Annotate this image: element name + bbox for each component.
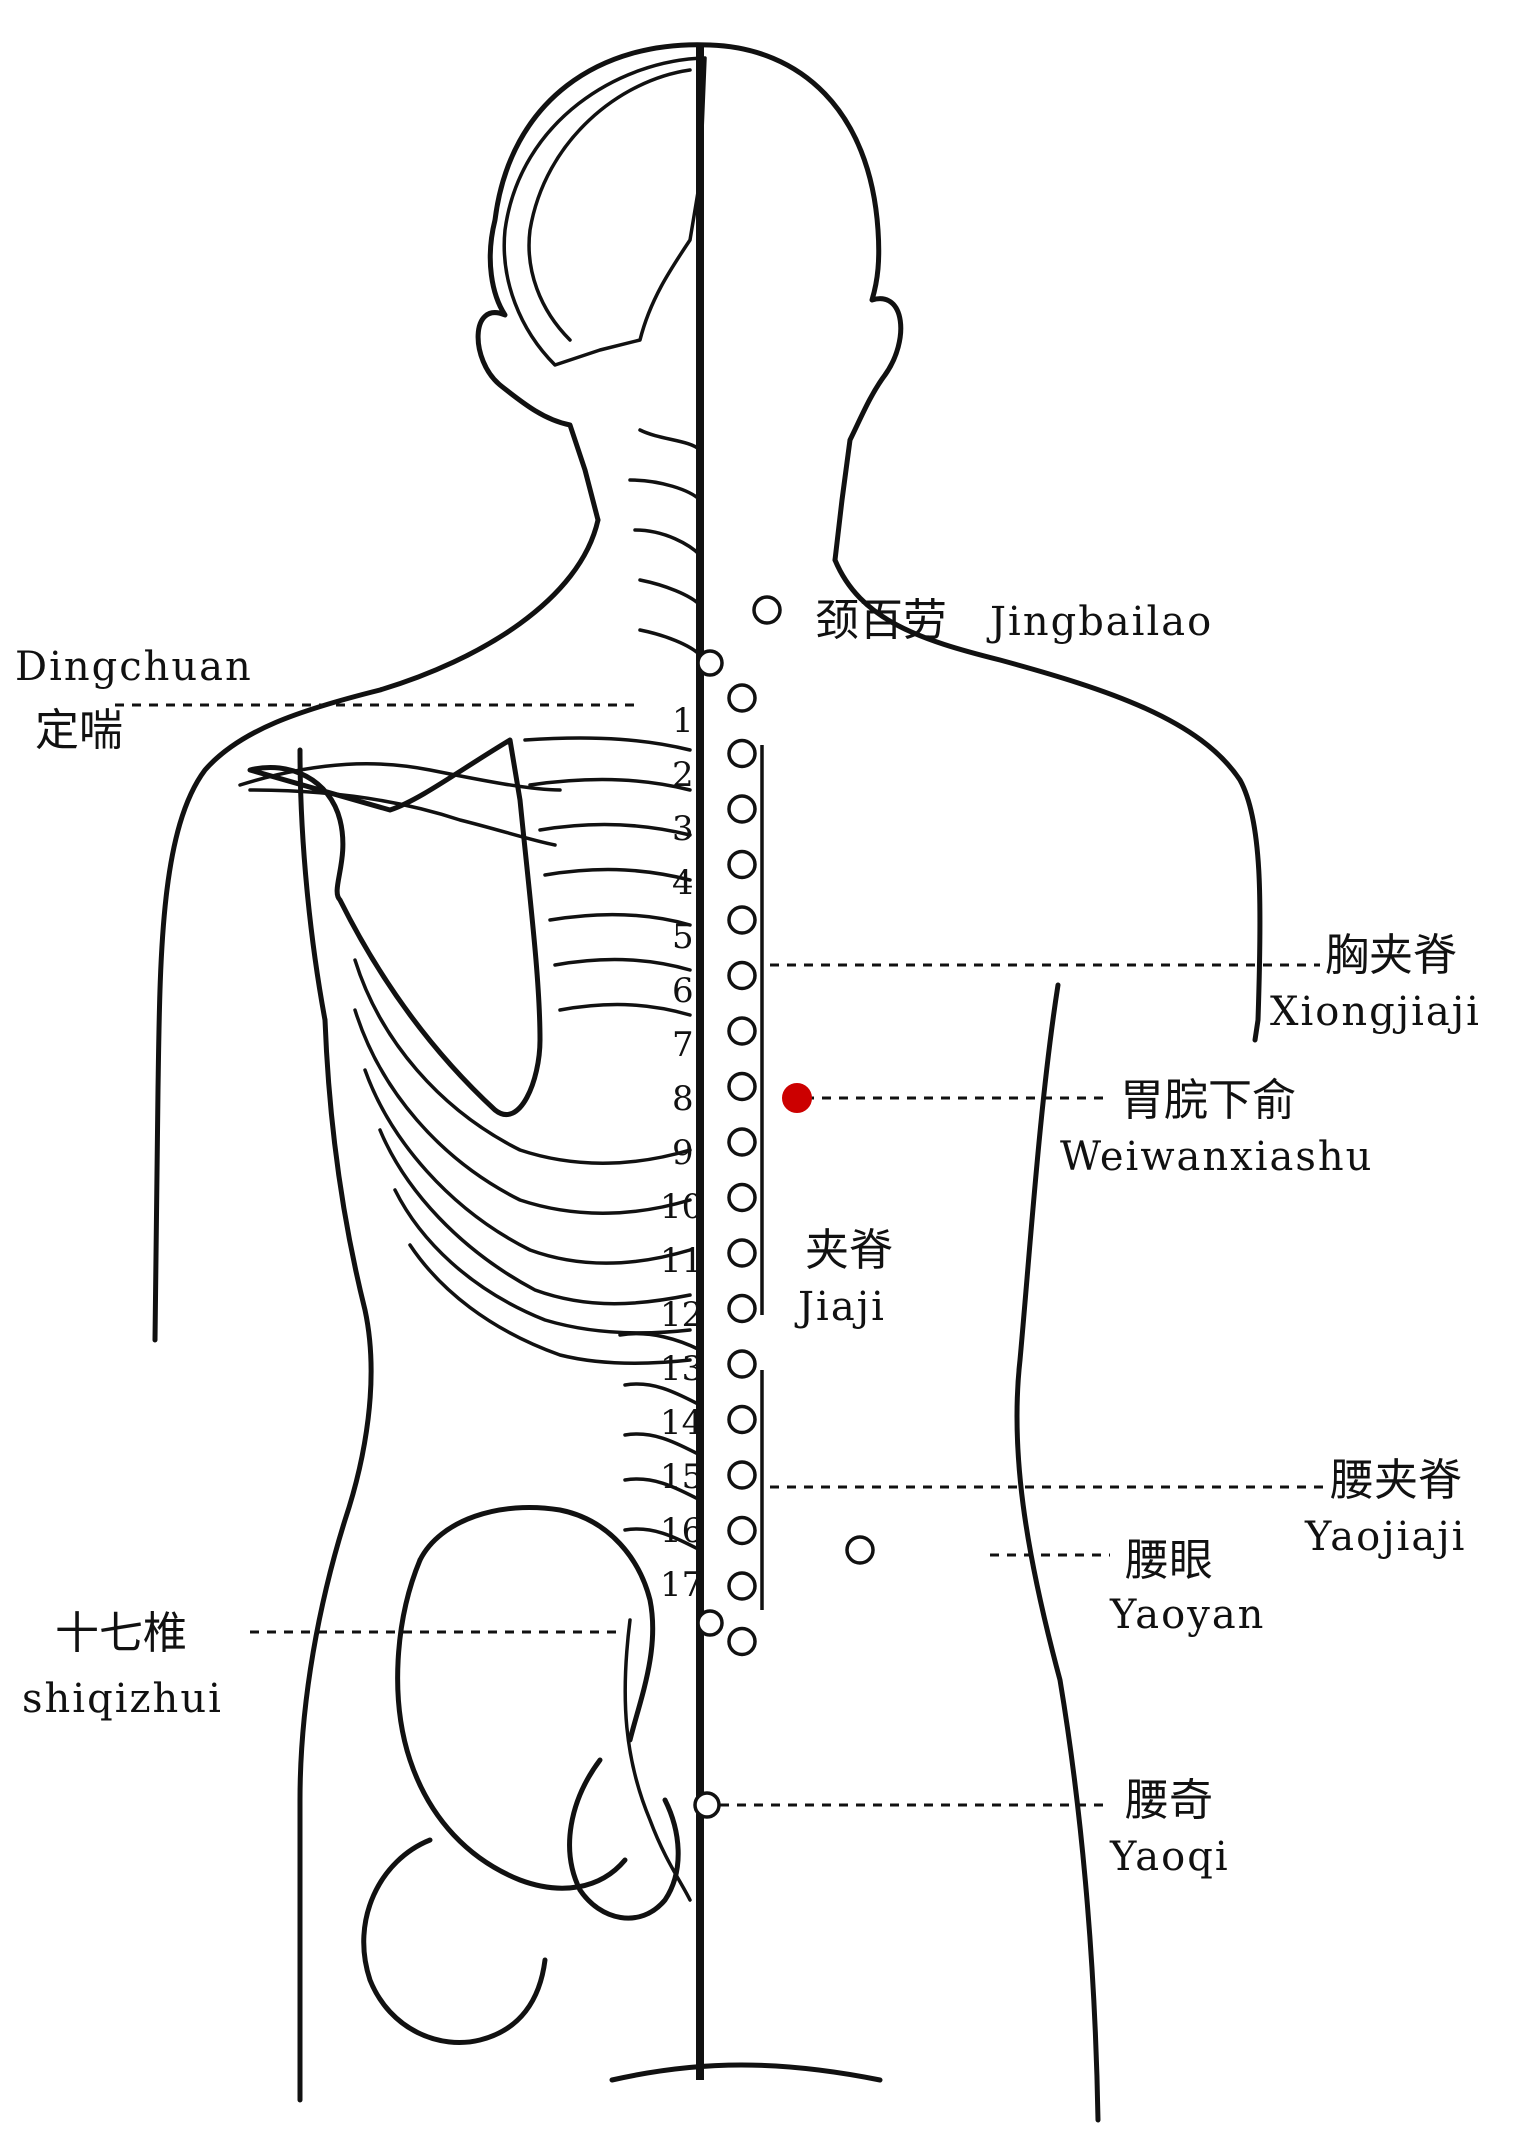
vertebra-number: 2 bbox=[672, 755, 694, 795]
point-yaoyan bbox=[845, 1535, 875, 1565]
label-yaoqi-en: Yaoqi bbox=[1109, 1834, 1230, 1880]
label-dingchuan-cn: 定喘 bbox=[35, 705, 123, 756]
jiaji-point bbox=[727, 1182, 757, 1213]
label-yaoqi: 腰奇 Yaoqi bbox=[1109, 1775, 1230, 1880]
jiaji-point bbox=[727, 1460, 757, 1490]
left-shoulder-outline bbox=[152, 517, 601, 1343]
vertebra-number: 4 bbox=[672, 863, 694, 903]
vertebra-number: 15 bbox=[660, 1457, 703, 1497]
label-jiaji: 夹脊 Jiaji bbox=[794, 1225, 893, 1330]
vertebra-number: 9 bbox=[672, 1133, 694, 1173]
left-arm-inner bbox=[297, 747, 328, 1023]
jiaji-points bbox=[727, 683, 757, 1657]
skull-outline bbox=[502, 56, 707, 367]
label-weiwanxiashu-en: Weiwanxiashu bbox=[1060, 1134, 1373, 1180]
vertebra-number: 14 bbox=[660, 1403, 703, 1443]
vertebra-number: 16 bbox=[660, 1511, 703, 1551]
label-yaoqi-cn: 腰奇 bbox=[1125, 1775, 1213, 1826]
acupoints bbox=[693, 595, 875, 1819]
jiaji-point bbox=[727, 1515, 757, 1546]
clavicle-line bbox=[238, 762, 562, 792]
pelvis-illustration bbox=[361, 1504, 692, 2045]
jiaji-point bbox=[727, 1016, 757, 1046]
vertebra-number: 7 bbox=[672, 1025, 694, 1065]
label-shiqizhui: 十七椎 shiqizhui bbox=[22, 1608, 223, 1722]
vertebra-number: 5 bbox=[672, 917, 694, 957]
label-jiaji-cn: 夹脊 bbox=[805, 1225, 893, 1276]
label-shiqizhui-cn: 十七椎 bbox=[55, 1608, 187, 1659]
label-yaojiaji-en: Yaojiaji bbox=[1304, 1514, 1466, 1560]
hip-socket bbox=[361, 1837, 548, 2045]
vertebra-number: 6 bbox=[672, 971, 694, 1011]
label-jiaji-en: Jiaji bbox=[794, 1284, 886, 1330]
jiaji-point bbox=[727, 1349, 757, 1379]
right-arm-inner bbox=[1014, 982, 1101, 2123]
jiaji-point bbox=[727, 1238, 757, 1268]
jiaji-point bbox=[727, 1127, 757, 1157]
clavicle-line-2 bbox=[248, 788, 557, 847]
right-shoulder-outline bbox=[832, 557, 1263, 1043]
vertebra-number: 1 bbox=[672, 701, 694, 741]
label-weiwanxiashu: 胃脘下俞 Weiwanxiashu bbox=[1060, 1075, 1373, 1180]
jiaji-point bbox=[727, 905, 757, 935]
label-jingbailao-en: Jingbailao bbox=[986, 599, 1213, 645]
label-xiongjiaji-en: Xiongjiaji bbox=[1270, 989, 1481, 1035]
jiaji-point bbox=[727, 738, 757, 769]
vertebra-number: 12 bbox=[660, 1295, 703, 1335]
label-yaojiaji: 腰夹脊 Yaojiaji bbox=[1304, 1455, 1466, 1560]
vertebra-number: 17 bbox=[660, 1565, 703, 1605]
iliac-crest bbox=[417, 1504, 656, 1743]
sacrum-outline bbox=[623, 1618, 692, 1902]
label-shiqizhui-en: shiqizhui bbox=[22, 1676, 223, 1722]
head-outline bbox=[475, 42, 713, 523]
jiaji-point bbox=[727, 1571, 757, 1601]
jiaji-point bbox=[727, 1404, 757, 1435]
head-right-outline bbox=[707, 42, 904, 563]
jiaji-point bbox=[727, 1293, 757, 1324]
vertebra-number: 3 bbox=[672, 809, 694, 849]
skull-inner bbox=[527, 68, 692, 342]
point-shiqizhui bbox=[696, 1609, 724, 1637]
jiaji-point bbox=[727, 849, 757, 880]
scapula-outline bbox=[247, 737, 543, 1118]
label-weiwanxiashu-cn: 胃脘下俞 bbox=[1120, 1075, 1296, 1126]
pelvis-inner bbox=[567, 1757, 681, 1921]
left-torso-outline bbox=[297, 1017, 374, 2103]
ribcage-illustration bbox=[238, 736, 692, 1366]
point-jingbailao bbox=[752, 595, 782, 625]
vertebra-number: 8 bbox=[672, 1079, 694, 1119]
vertebra-number: 13 bbox=[660, 1349, 703, 1389]
label-xiongjiaji-cn: 胸夹脊 bbox=[1325, 930, 1457, 981]
vertebra-number: 10 bbox=[660, 1187, 703, 1227]
point-yaoqi bbox=[693, 1791, 721, 1819]
leader-lines bbox=[115, 703, 1330, 1807]
vertebra-number: 11 bbox=[660, 1241, 703, 1281]
point-dazhui bbox=[696, 649, 724, 677]
body-outline bbox=[152, 42, 1263, 2123]
label-dingchuan: Dingchuan 定喘 bbox=[15, 644, 253, 756]
label-jingbailao: 颈百劳 Jingbailao bbox=[815, 595, 1213, 646]
buttock-line bbox=[609, 2062, 883, 2083]
jiaji-point bbox=[727, 1626, 757, 1657]
label-dingchuan-en: Dingchuan bbox=[15, 644, 253, 690]
point-weiwanxiashu bbox=[782, 1083, 812, 1113]
jiaji-point bbox=[727, 683, 757, 713]
label-xiongjiaji: 胸夹脊 Xiongjiaji bbox=[1270, 930, 1481, 1035]
jiaji-point bbox=[727, 794, 757, 824]
label-yaoyan-en: Yaoyan bbox=[1109, 1592, 1265, 1638]
label-yaojiaji-cn: 腰夹脊 bbox=[1330, 1455, 1462, 1506]
label-yaoyan-cn: 腰眼 bbox=[1125, 1535, 1213, 1586]
jiaji-point bbox=[727, 1071, 757, 1102]
iliac-wing bbox=[395, 1557, 628, 1891]
label-jingbailao-cn: 颈百劳 bbox=[815, 595, 947, 646]
label-yaoyan: 腰眼 Yaoyan bbox=[1109, 1535, 1265, 1638]
jiaji-point bbox=[727, 960, 757, 991]
